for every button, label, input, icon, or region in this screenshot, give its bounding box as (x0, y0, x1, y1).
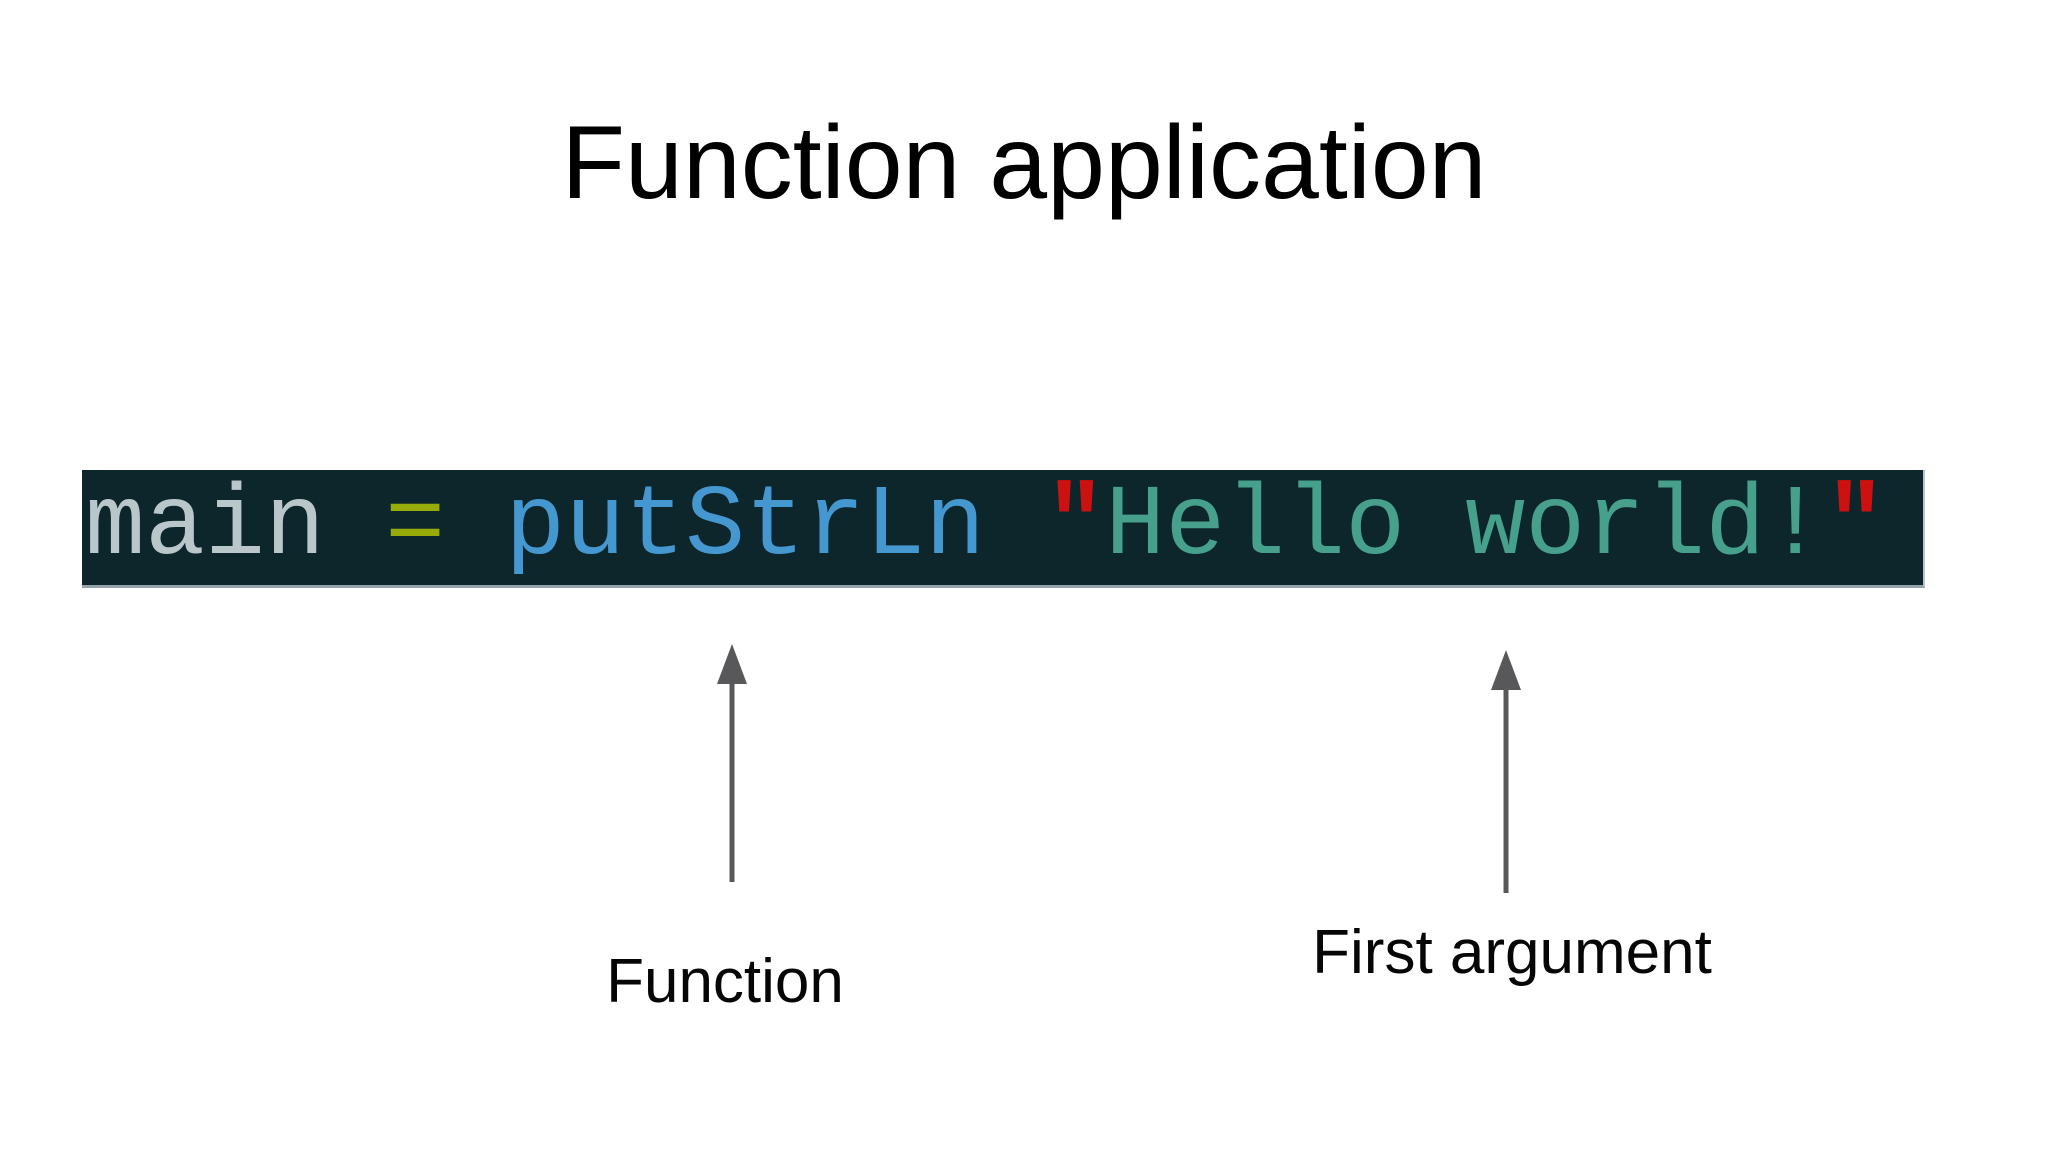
code-token-open-quote: " (1045, 470, 1106, 584)
code-token-equals: = (385, 470, 446, 584)
code-token-space (325, 471, 385, 584)
code-block: main = putStrLn "Hello world!" (82, 470, 1925, 588)
code-token-putstrln: putStrLn (505, 470, 986, 584)
page-title: Function application (561, 105, 1487, 221)
code-token-space (985, 471, 1045, 584)
function-label: Function (606, 947, 844, 1016)
code-token-string: Hello world! (1105, 470, 1826, 584)
code-token-space (445, 471, 505, 584)
first-argument-label: First argument (1312, 918, 1712, 987)
code-token-close-quote: " (1825, 470, 1886, 584)
code-token-main: main (85, 470, 326, 584)
function-up-arrow-icon (717, 644, 747, 882)
code-line: main = putStrLn "Hello world!" (82, 470, 1886, 584)
first-argument-up-arrow-icon (1491, 650, 1521, 893)
